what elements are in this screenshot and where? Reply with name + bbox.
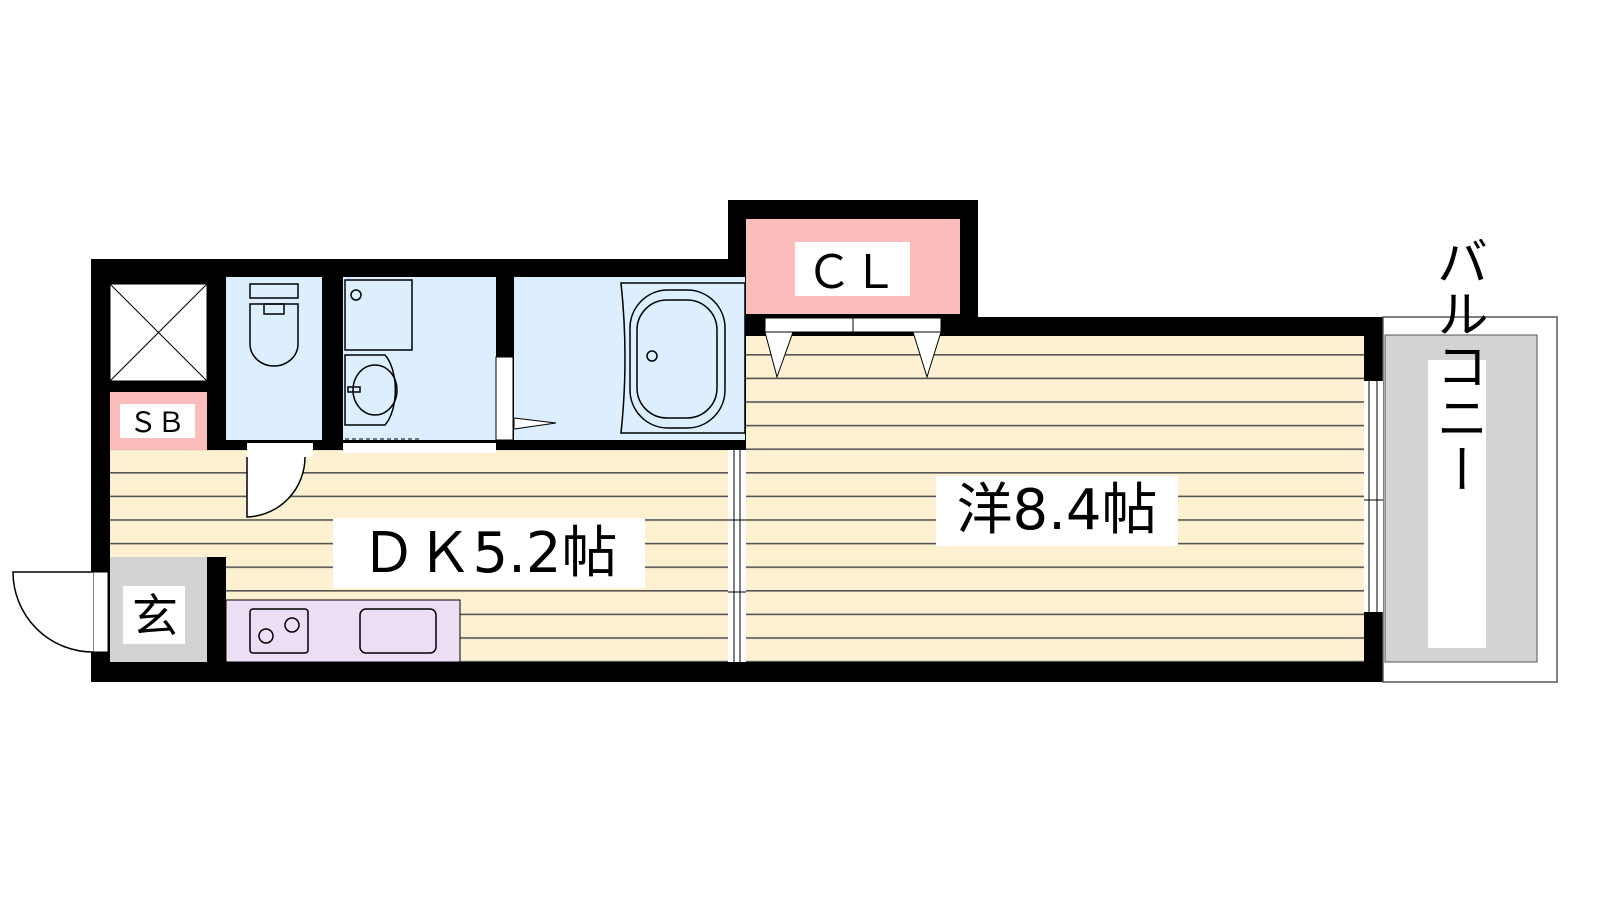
entrance-wall: [207, 557, 226, 662]
sink-icon: [344, 354, 398, 426]
bathroom: [495, 277, 746, 441]
shoe-box-label: ＳＢ: [129, 406, 185, 439]
toilet-icon: [249, 283, 299, 367]
dk-label: ＤＫ5.2帖: [360, 521, 617, 586]
closet-label: ＣＬ: [806, 245, 898, 299]
entrance-label: 玄: [132, 589, 178, 643]
toilet-room: [226, 277, 322, 518]
bath-door-icon[interactable]: [513, 417, 557, 430]
sliding-door[interactable]: [728, 450, 746, 662]
entrance: 玄: [110, 557, 207, 662]
stove-icon: [249, 608, 309, 654]
shoe-box: ＳＢ: [110, 392, 207, 450]
sink-basin-icon: [359, 608, 437, 654]
balcony: バルコニー: [1382, 235, 1558, 683]
front-door[interactable]: [12, 571, 109, 653]
washing-machine-icon: [344, 279, 413, 351]
washroom: [343, 277, 496, 453]
kitchen-counter: [225, 599, 461, 663]
washroom-door[interactable]: [343, 438, 496, 453]
closet: ＣＬ: [746, 219, 960, 379]
bathtub-icon: [620, 282, 746, 434]
balcony-label: バルコニー: [1427, 235, 1487, 495]
toilet-door[interactable]: [246, 443, 313, 518]
pipe-shaft: [109, 283, 208, 382]
western-room-label: 洋8.4帖: [956, 478, 1157, 543]
balcony-window[interactable]: [1364, 381, 1383, 612]
closet-doors[interactable]: [764, 317, 942, 379]
